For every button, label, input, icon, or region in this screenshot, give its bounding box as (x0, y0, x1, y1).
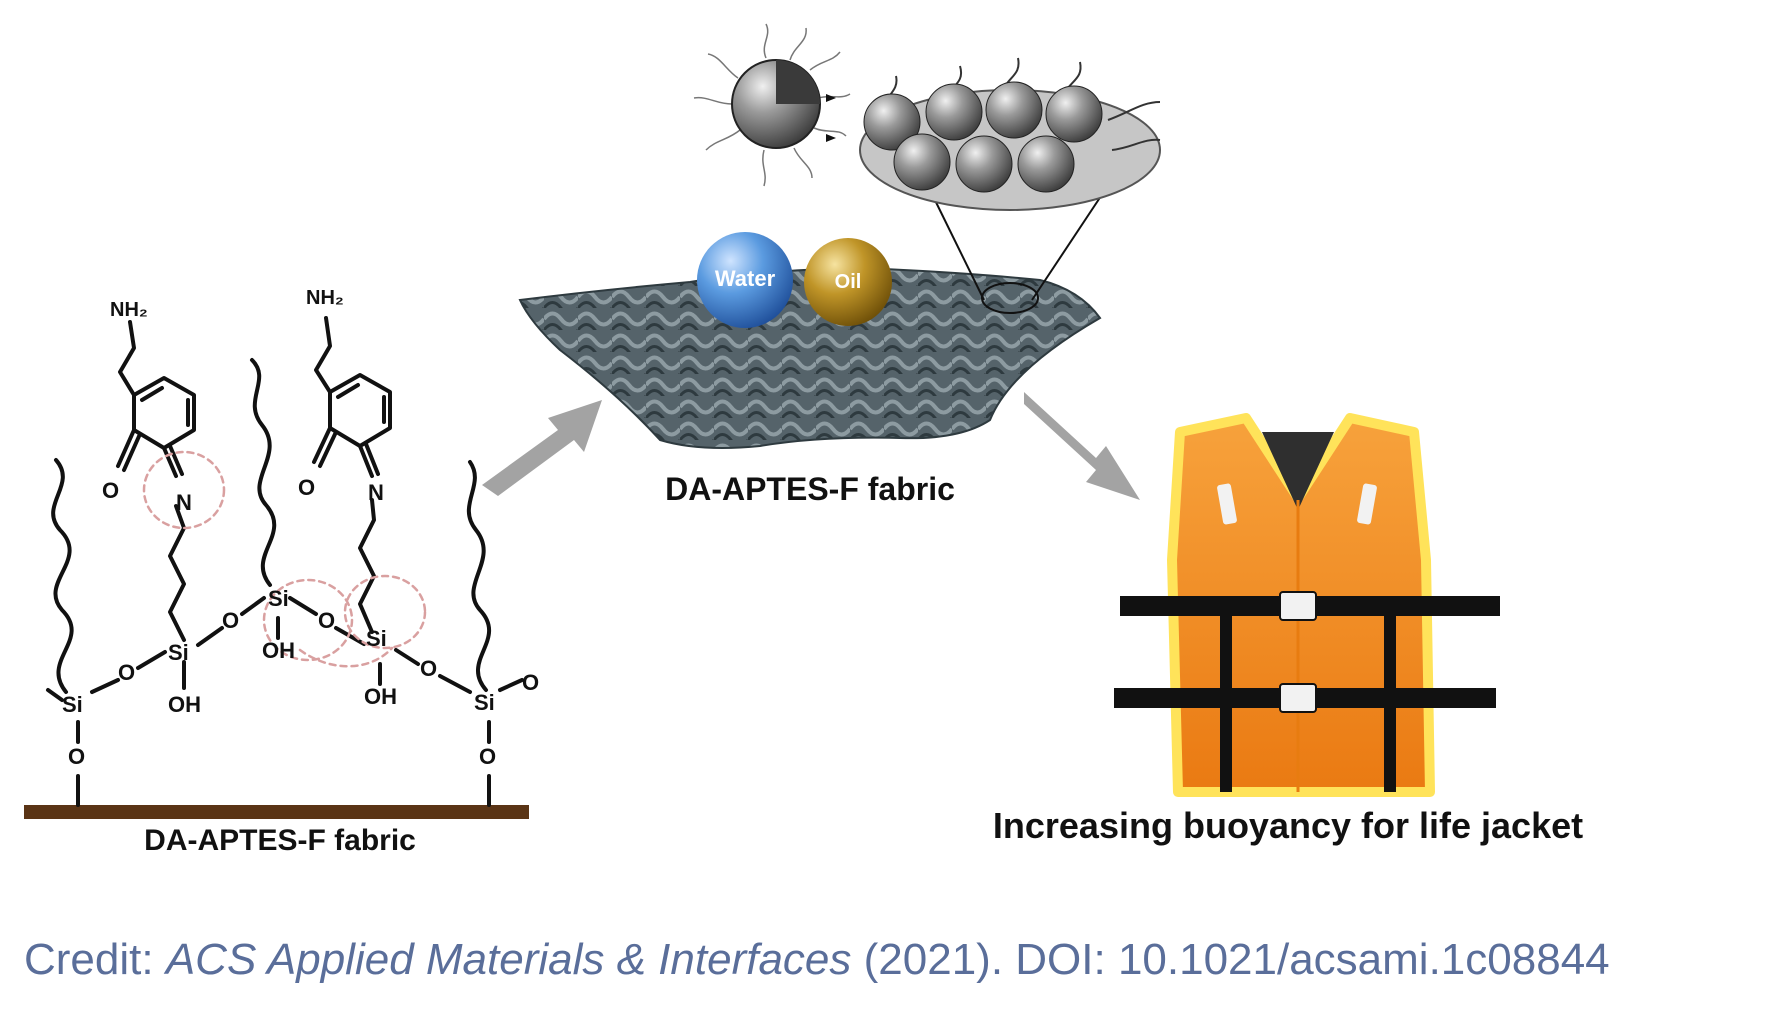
imine-n-left: N (176, 490, 192, 515)
bridge-o-4: O (420, 656, 437, 681)
alkyl-chain-3 (466, 460, 492, 692)
fabric-chem-label: DA-APTES-F fabric (144, 824, 416, 857)
anchor-o-2: O (479, 744, 496, 769)
si-atom-4: Si (366, 626, 387, 651)
credit-line: Credit: ACS Applied Materials & Interfac… (24, 935, 1610, 985)
atom-labels: NH₂ NH₂ O O N N Si Si Si Si Si O O O O O… (62, 287, 539, 769)
nh2-label-left: NH₂ (110, 299, 148, 321)
oil-droplet (804, 238, 892, 326)
arrow-to-fabric (482, 400, 602, 496)
substrate-bar (24, 805, 529, 819)
chemical-structure (24, 316, 529, 819)
life-jacket (1114, 413, 1500, 797)
credit-suffix: (2021). DOI: 10.1021/acsami.1c08844 (851, 935, 1610, 984)
fabric-center-label: DA-APTES-F fabric (665, 471, 955, 507)
single-nanoparticle (693, 23, 851, 187)
bridge-o-3: O (318, 608, 335, 633)
oh-label-2: OH (262, 638, 295, 663)
alkyl-chain-2 (250, 358, 277, 587)
carbonyl-o-left: O (102, 478, 119, 503)
bridge-o-1: O (118, 660, 135, 685)
nh2-label-right: NH₂ (306, 287, 344, 309)
credit-journal: ACS Applied Materials & Interfaces (165, 935, 852, 984)
si-atom-3: Si (268, 586, 289, 611)
oh-label-1: OH (168, 692, 201, 717)
carbonyl-o-right: O (298, 475, 315, 500)
arrow-to-lifejacket (1024, 392, 1140, 500)
si-atom-5: Si (474, 690, 495, 715)
si-atom-1: Si (62, 692, 83, 717)
quinone-ring-right (328, 373, 392, 448)
quinone-ring-left (132, 376, 196, 450)
water-droplet (697, 232, 793, 328)
zoom-callout (929, 189, 1106, 314)
si-atom-2: Si (168, 640, 189, 665)
oil-label: Oil (835, 271, 862, 293)
anchor-o-1: O (68, 744, 85, 769)
life-jacket-label: Increasing buoyancy for life jacket (993, 805, 1583, 846)
alkyl-chain-1 (51, 458, 74, 694)
credit-prefix: Credit: (24, 935, 166, 984)
water-label: Water (715, 266, 776, 291)
imine-n-right: N (368, 480, 384, 505)
bridge-o-2: O (222, 608, 239, 633)
nanoparticle-cluster (859, 57, 1161, 211)
oh-label-3: OH (364, 684, 397, 709)
terminal-o: O (522, 670, 539, 695)
